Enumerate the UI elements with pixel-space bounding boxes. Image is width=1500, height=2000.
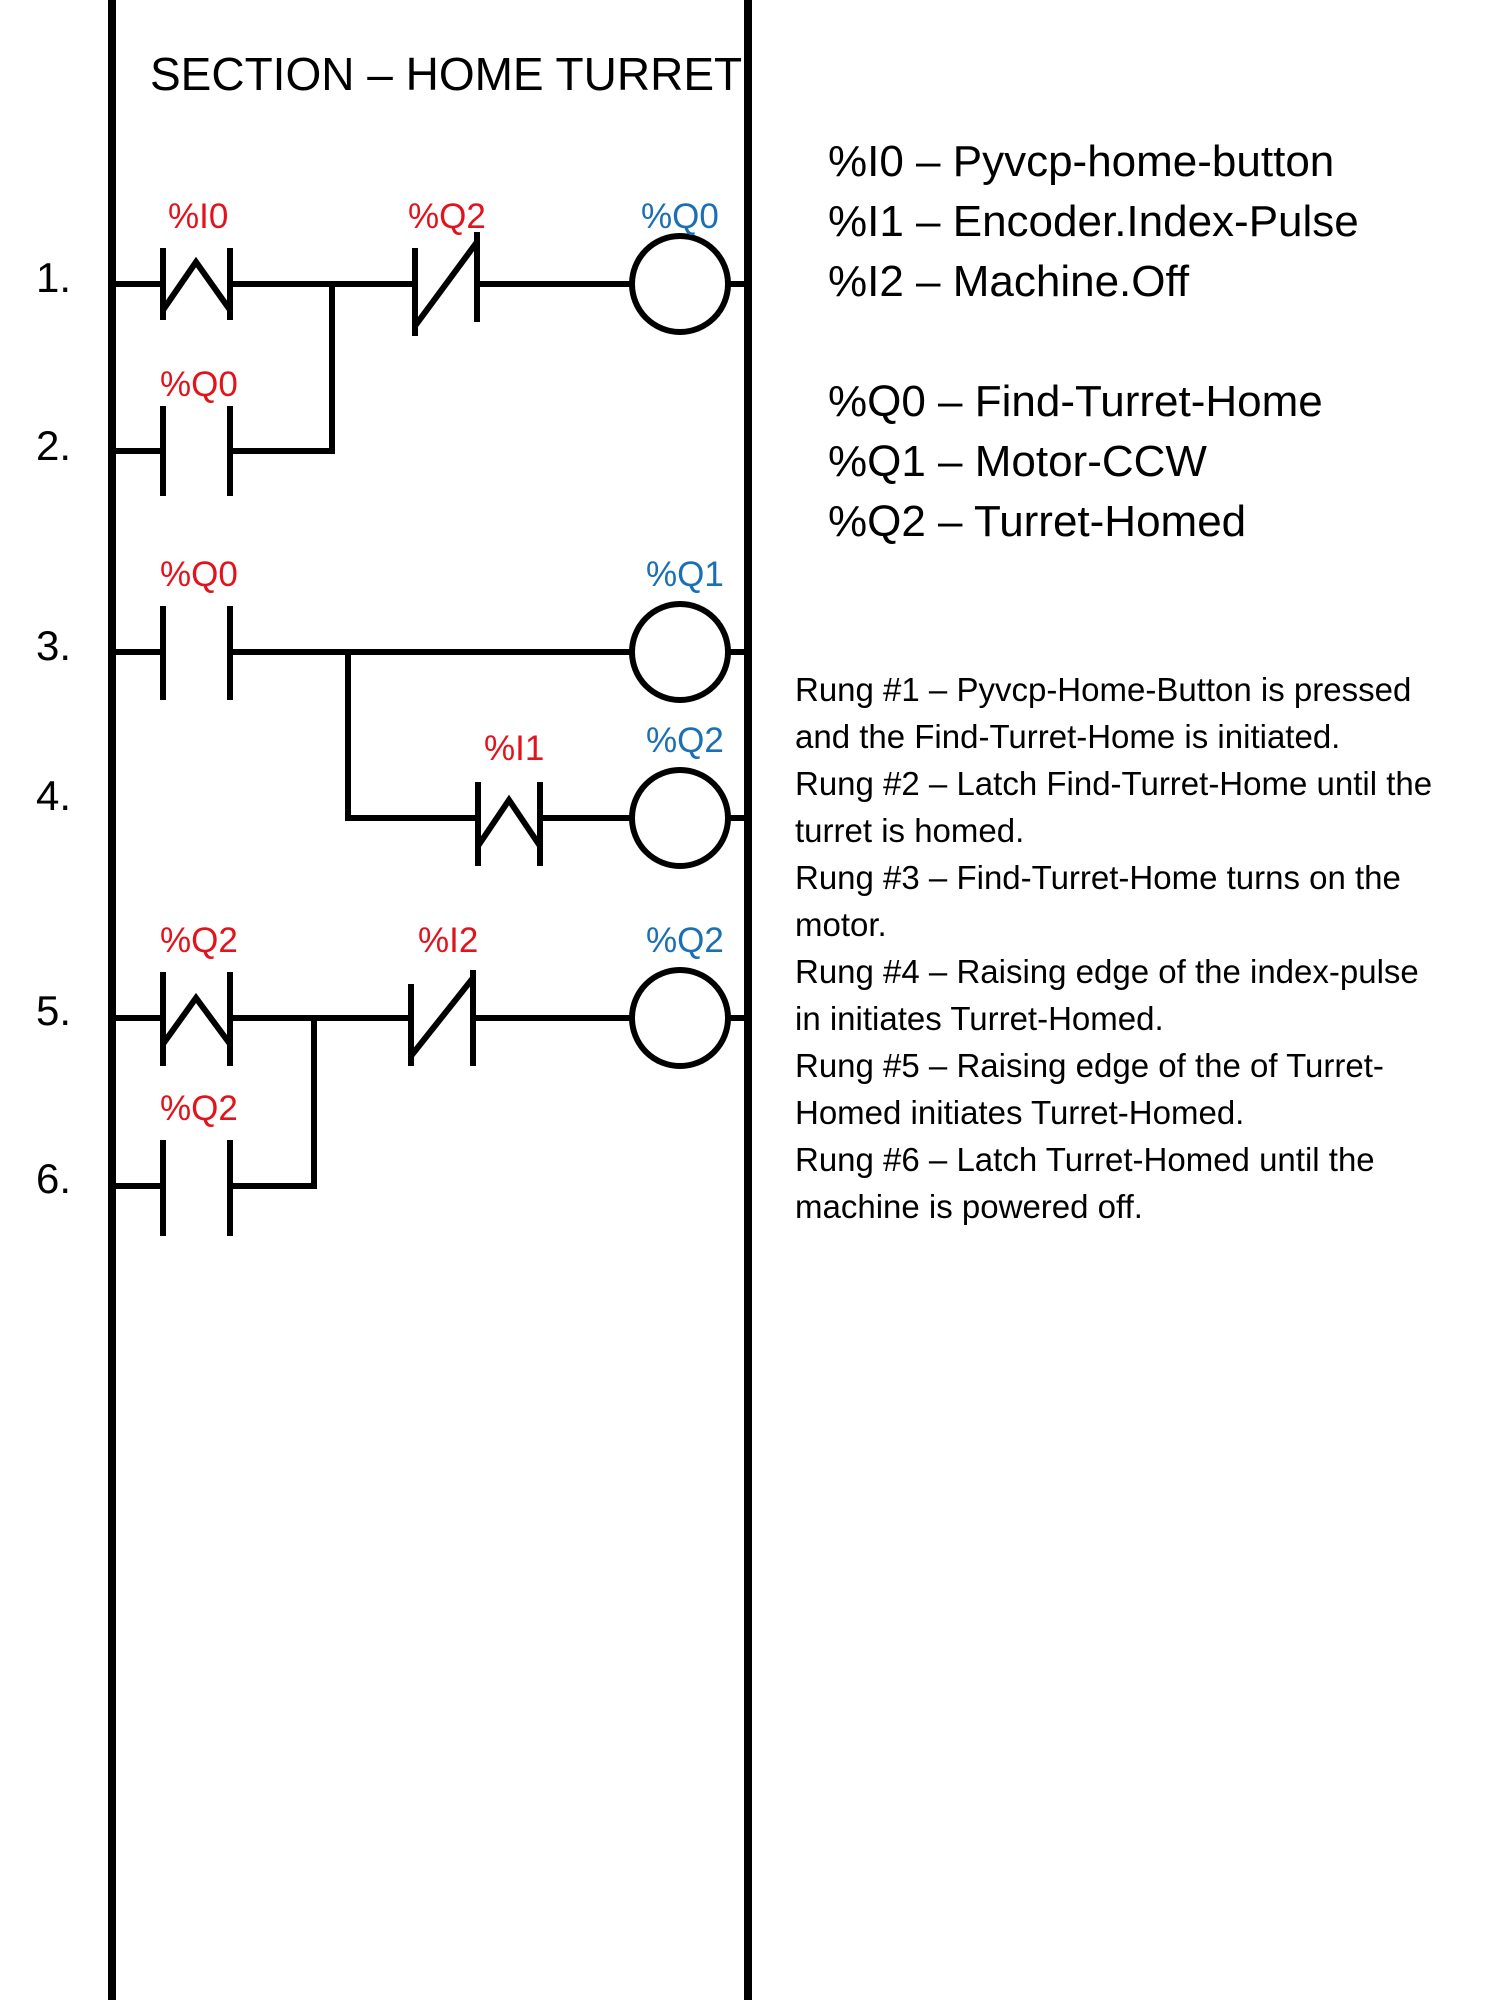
- section-title: SECTION – HOME TURRET: [150, 48, 742, 100]
- description-line: Rung #1 – Pyvcp-Home-Button is pressed: [795, 671, 1412, 708]
- rung-3: %Q0 %Q1: [112, 555, 748, 703]
- contact-q0-normally-open-rung3: [160, 606, 233, 700]
- coil-q2-rung5: [629, 967, 731, 1069]
- description-line: Rung #5 – Raising edge of the of Turret-: [795, 1047, 1384, 1084]
- rung-2-wire: [112, 284, 335, 454]
- contact-label-q2: %Q2: [408, 197, 486, 236]
- rung-number-1: 1.: [36, 254, 71, 301]
- coil-label-q0: %Q0: [641, 197, 719, 236]
- contact-q2-normally-open-rung6: [160, 1140, 233, 1236]
- rung-number-5: 5.: [36, 987, 71, 1034]
- contact-label-q0-rung3: %Q0: [160, 555, 238, 594]
- coil-q0: [629, 233, 731, 335]
- coil-label-q2: %Q2: [646, 721, 724, 760]
- description-line: and the Find-Turret-Home is initiated.: [795, 718, 1341, 755]
- legend-spacer: [828, 312, 1359, 372]
- contact-label-q2-rung5: %Q2: [160, 921, 238, 960]
- rung-4-wire: [345, 652, 748, 821]
- rung-number-4: 4.: [36, 772, 71, 819]
- rung-4: %I1 %Q2: [345, 652, 748, 869]
- legend-output-q2: %Q2 – Turret-Homed: [828, 497, 1247, 546]
- coil-label-q1: %Q1: [646, 555, 724, 594]
- contact-q2-rising-edge: [160, 972, 233, 1066]
- io-legend: %I0 – Pyvcp-home-button %I1 – Encoder.In…: [828, 132, 1359, 552]
- contact-i2-normally-closed: [408, 970, 476, 1066]
- rung-6-wire: [112, 1018, 317, 1189]
- rung-1: %I0 %Q2 %Q0: [112, 197, 748, 336]
- description-line: Rung #4 – Raising edge of the index-puls…: [795, 953, 1419, 990]
- legend-input-i1: %I1 – Encoder.Index-Pulse: [828, 197, 1359, 246]
- contact-label-q2-rung6: %Q2: [160, 1089, 238, 1128]
- description-line: turret is homed.: [795, 812, 1025, 849]
- legend-output-q1: %Q1 – Motor-CCW: [828, 437, 1207, 486]
- coil-q2: [629, 767, 731, 869]
- contact-label-q0: %Q0: [160, 365, 238, 404]
- rung-5: %Q2 %I2 %Q2: [112, 921, 748, 1069]
- rung-descriptions: Rung #1 – Pyvcp-Home-Button is pressed a…: [795, 666, 1495, 1230]
- rung-6: %Q2: [112, 1018, 317, 1236]
- legend-output-q0: %Q0 – Find-Turret-Home: [828, 377, 1323, 426]
- contact-label-i0: %I0: [168, 197, 228, 236]
- contact-i1-rising-edge: [475, 782, 543, 866]
- contact-q2-normally-closed: [412, 232, 480, 336]
- contact-q0-normally-open: [160, 406, 233, 496]
- description-line: Homed initiates Turret-Homed.: [795, 1094, 1245, 1131]
- description-line: in initiates Turret-Homed.: [795, 1000, 1164, 1037]
- description-line: machine is powered off.: [795, 1188, 1143, 1225]
- rung-number-2: 2.: [36, 422, 71, 469]
- rung-number-6: 6.: [36, 1155, 71, 1202]
- legend-input-i0: %I0 – Pyvcp-home-button: [828, 137, 1335, 186]
- description-line: motor.: [795, 906, 887, 943]
- contact-label-i1: %I1: [484, 729, 544, 768]
- coil-label-q2-rung5: %Q2: [646, 921, 724, 960]
- coil-q1: [629, 601, 731, 703]
- contact-i0-rising-edge: [160, 248, 233, 320]
- description-line: Rung #2 – Latch Find-Turret-Home until t…: [795, 765, 1433, 802]
- rung-number-3: 3.: [36, 622, 71, 669]
- contact-label-i2: %I2: [418, 921, 478, 960]
- rung-2: %Q0: [112, 284, 335, 496]
- legend-input-i2: %I2 – Machine.Off: [828, 257, 1190, 306]
- description-line: Rung #3 – Find-Turret-Home turns on the: [795, 859, 1401, 896]
- description-line: Rung #6 – Latch Turret-Homed until the: [795, 1141, 1375, 1178]
